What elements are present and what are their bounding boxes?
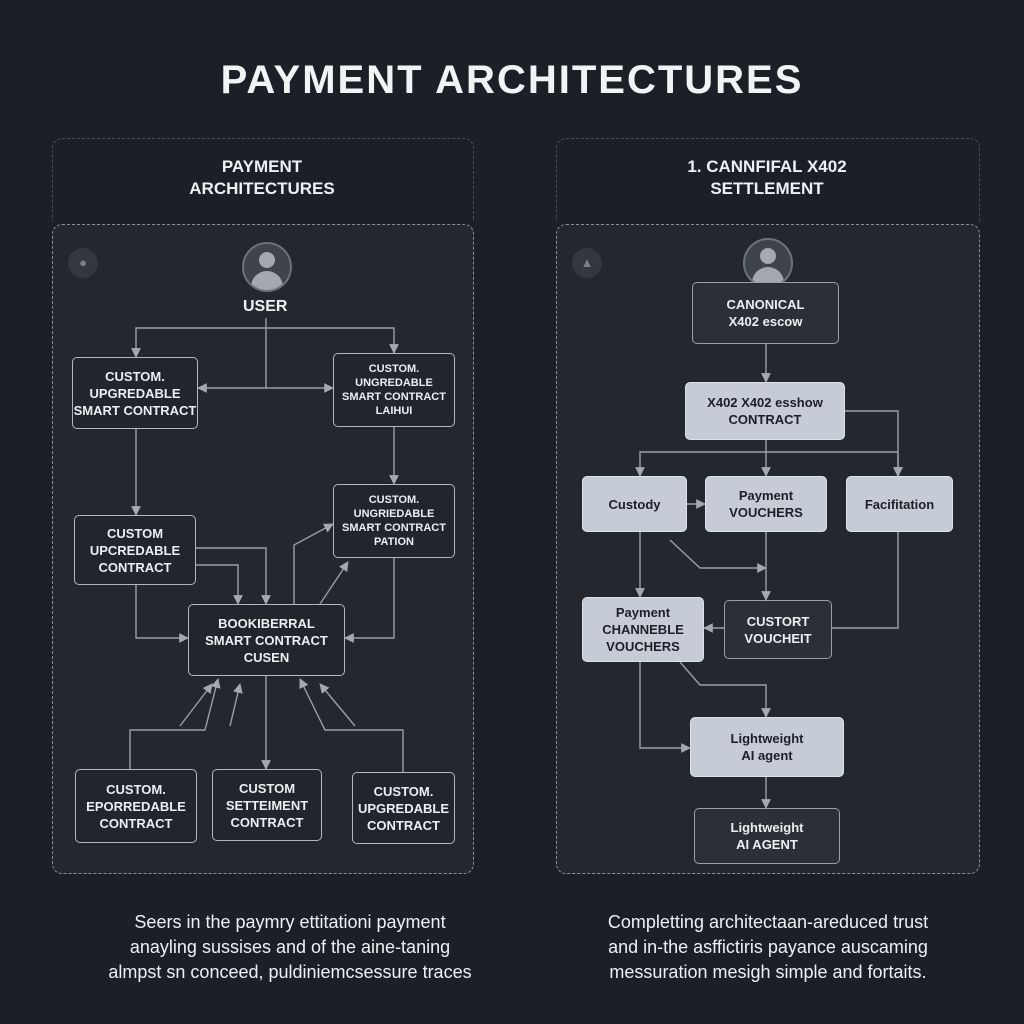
node-canonical-escrow: CANONICAL X402 escow <box>692 282 839 344</box>
edge-facilitation-custort <box>832 532 899 629</box>
node-top-left: CUSTOM. UPGREDABLE SMART CONTRACT <box>72 357 198 429</box>
user-label: USER <box>243 298 288 315</box>
user-icon: ● <box>68 248 98 278</box>
node-custody: Custody <box>582 476 687 532</box>
right-panel-header <box>556 138 980 221</box>
edge-contract-custody <box>635 440 767 477</box>
edge-contract-side <box>845 410 903 477</box>
edge-center-diag-left-2 <box>229 683 243 727</box>
edge-user-split-left <box>197 328 267 393</box>
left-panel-header <box>52 138 474 221</box>
right-panel-title: 1. CANNFIFAL X402 SETTLEMENT <box>687 157 847 198</box>
edge-channel-agent-b <box>679 661 771 718</box>
node-custort-voucher: CUSTORT VOUCHEIT <box>724 600 832 659</box>
node-bottom-mid: CUSTOM SETTEIMENT CONTRACT <box>212 769 322 841</box>
user-avatar-icon <box>743 238 793 288</box>
edge-midleft-center <box>135 585 189 643</box>
edge-bottomright-center <box>299 678 404 772</box>
node-escrow-contract: X402 X402 esshow CONTRACT <box>685 382 845 440</box>
node-ai-agent-dark: Lightweight AI AGENT <box>694 808 840 864</box>
edge-custody-custort <box>669 539 767 573</box>
right-caption: Completting architectaan-areduced trust … <box>607 912 929 982</box>
edge-user-left <box>131 318 267 358</box>
node-mid-right: CUSTOM. UNGRIEDABLE SMART CONTRACT PATIO… <box>333 484 455 558</box>
edge-center-midright-a <box>293 523 334 604</box>
node-center: BOOKIBERRAL SMART CONTRACT CUSEN <box>188 604 345 676</box>
edge-midleft-center-a <box>196 547 271 605</box>
user-avatar-icon <box>242 242 292 292</box>
node-ai-agent-light: Lightweight AI agent <box>690 717 844 777</box>
pen-icon: ▲ <box>572 248 602 278</box>
node-bottom-right: CUSTOM. UPGREDABLE CONTRACT <box>352 772 455 844</box>
edge-bottomleft-center <box>129 678 221 769</box>
left-panel-title: PAYMENT ARCHITECTURES <box>189 157 335 198</box>
node-bottom-left: CUSTOM. EPORREDABLE CONTRACT <box>75 769 197 843</box>
edge-channel-agent <box>639 662 691 753</box>
edge-contract-facilitation <box>766 451 903 477</box>
page-title: PAYMENT ARCHITECTURES <box>220 58 804 102</box>
node-payment-vouchers: Payment VOUCHERS <box>705 476 827 532</box>
left-caption: Seers in the paymry ettitationi payment … <box>108 912 472 982</box>
edge-center-diag-left <box>179 683 213 727</box>
edge-center-midright-b <box>319 561 349 605</box>
node-top-right: CUSTOM. UNGREDABLE SMART CONTRACT LAIHUI <box>333 353 455 427</box>
node-facilitation: Facifitation <box>846 476 953 532</box>
edge-user-right <box>266 327 399 354</box>
edge-midright-center <box>344 558 395 643</box>
node-channel-vouchers: Payment CHANNEBLE VOUCHERS <box>582 597 704 662</box>
edge-center-diag-right <box>319 683 356 727</box>
node-mid-left: CUSTOM UPCREDABLE CONTRACT <box>74 515 196 585</box>
edge-midleft-center-b <box>196 564 243 605</box>
